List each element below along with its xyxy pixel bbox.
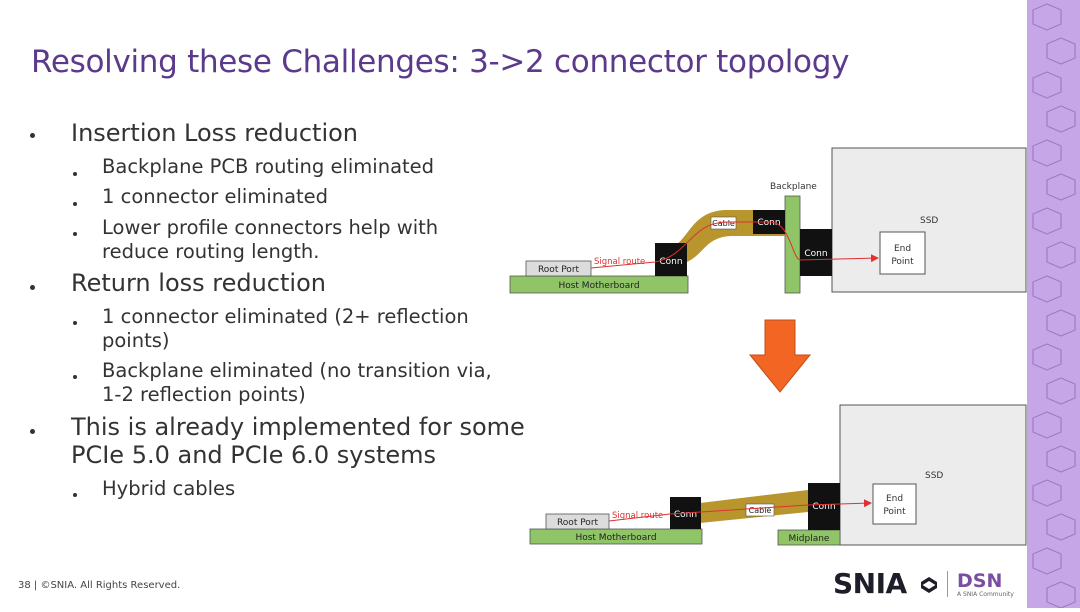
bullet-dot [73, 172, 77, 176]
bullet-dot [73, 493, 77, 497]
conn-right-bottom [808, 483, 840, 530]
end-point-box-bottom [872, 483, 917, 525]
conn-mid-top-label: Conn [757, 218, 780, 228]
bullet-already-implemented: This is already implemented for some [71, 413, 525, 441]
bullet-connector-reflection-cont: points) [102, 329, 170, 352]
dsn-logo: DSN [957, 570, 1003, 592]
signal-route-bottom [608, 499, 872, 522]
signal-route-label-top: Signal route [594, 257, 645, 267]
bullet-dot [73, 375, 77, 379]
hexagon-pattern-icon [1032, 3, 1076, 609]
bullet-lower-profile-cont: reduce routing length. [102, 240, 320, 263]
bullet-backplane-eliminated: Backplane eliminated (no transition via, [102, 359, 492, 382]
bullet-dot [30, 429, 35, 434]
bullet-insertion-loss: Insertion Loss reduction [71, 119, 359, 147]
backplane-label: Backplane [770, 182, 817, 192]
dsn-logo-subtitle: A SNIA Community [957, 591, 1014, 598]
bullet-return-loss: Return loss reduction [71, 269, 326, 297]
bullet-list: Insertion Loss reduction Backplane PCB r… [0, 0, 525, 608]
bullet-connector-eliminated: 1 connector eliminated [102, 185, 329, 208]
end-point-label-top-1: End [894, 244, 911, 254]
host-motherboard-label-top: Host Motherboard [558, 281, 639, 291]
slide-footer: 38 | ©SNIA. All Rights Reserved. [18, 580, 181, 591]
host-motherboard-bottom [529, 528, 703, 545]
ssd-label-top: SSD [920, 216, 938, 226]
bullet-dot [30, 285, 35, 290]
conn-left-top-label: Conn [659, 257, 682, 267]
bullet-already-implemented-cont: PCIe 5.0 and PCIe 6.0 systems [71, 441, 437, 469]
root-port-box-top [525, 260, 592, 277]
end-point-box-top [879, 231, 926, 275]
bullet-dot [73, 321, 77, 325]
cable-label-box-top [710, 216, 737, 230]
root-port-box-bottom [545, 513, 610, 530]
backplane-board [784, 195, 801, 294]
bullet-backplane-routing: Backplane PCB routing eliminated [102, 155, 435, 178]
host-motherboard-label-bottom: Host Motherboard [575, 533, 656, 543]
down-arrow-icon [748, 319, 812, 393]
snia-logo: SNIA [833, 567, 907, 600]
ssd-box-bottom [839, 404, 1027, 546]
ssd-box-top [831, 147, 1027, 293]
logo-divider [947, 571, 948, 597]
bullet-backplane-eliminated-cont: 1-2 reflection points) [102, 383, 306, 406]
root-port-label-bottom: Root Port [557, 518, 599, 528]
conn-right-top [800, 229, 832, 276]
conn-right-bottom-label: Conn [812, 502, 835, 512]
midplane-label: Midplane [789, 534, 830, 544]
ssd-label-bottom: SSD [925, 471, 943, 481]
cable-label-bottom: Cable [749, 506, 772, 515]
cable-label-box-bottom [745, 503, 775, 517]
decorative-side-strip [1027, 0, 1080, 609]
bullet-dot [30, 133, 35, 138]
signal-route-top [590, 221, 879, 269]
end-point-label-top-2: Point [891, 257, 914, 267]
snia-mark-icon [921, 577, 937, 593]
conn-right-top-label: Conn [804, 249, 827, 259]
bullet-connector-reflection: 1 connector eliminated (2+ reflection [102, 305, 469, 328]
end-point-label-bottom-1: End [886, 494, 903, 504]
bullet-hybrid-cables: Hybrid cables [102, 477, 236, 500]
bullet-lower-profile: Lower profile connectors help with [102, 216, 439, 239]
bullet-dot [73, 202, 77, 206]
signal-route-label-bottom: Signal route [612, 511, 663, 521]
end-point-label-bottom-2: Point [883, 507, 906, 517]
slide-title: Resolving these Challenges: 3->2 connect… [31, 44, 850, 80]
bullet-dot [73, 232, 77, 236]
cable-label-top: Cable [712, 219, 735, 228]
host-motherboard-top [509, 275, 689, 294]
root-port-label-top: Root Port [538, 265, 580, 275]
conn-left-bottom-label: Conn [674, 510, 697, 520]
